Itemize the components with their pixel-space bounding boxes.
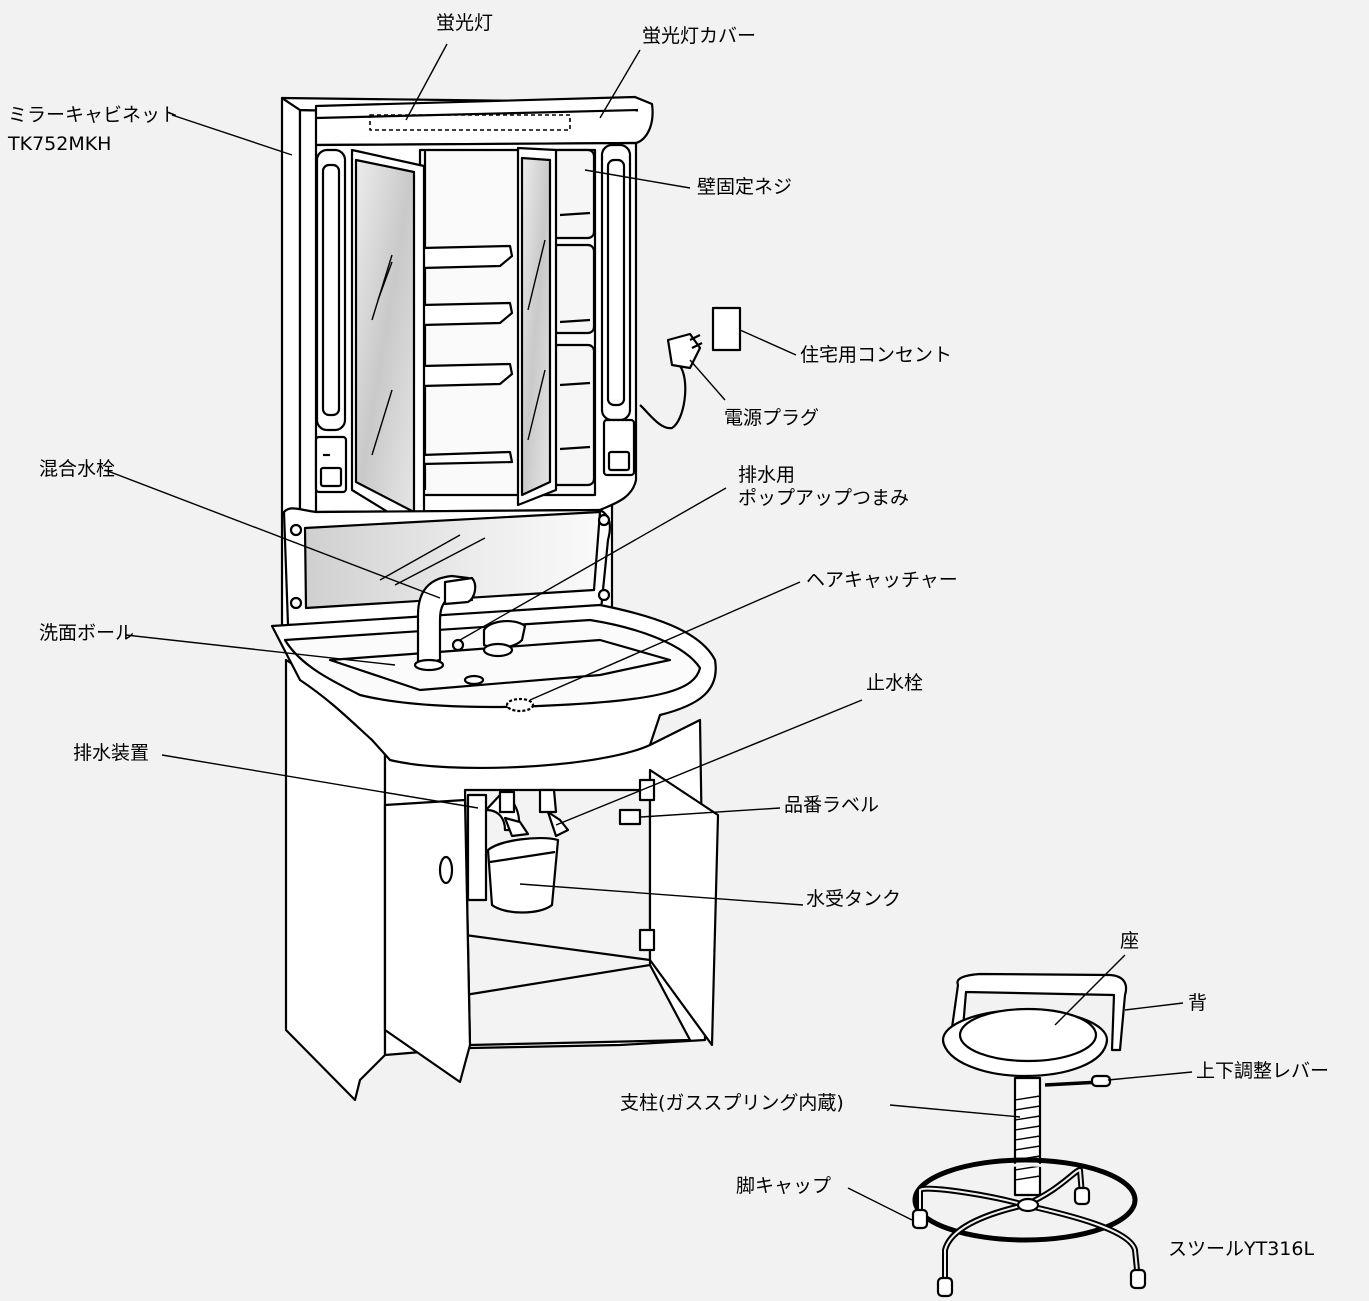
label-drain-device: 排水装置 [73,742,150,764]
label-model-label: 品番ラベル [784,794,880,816]
label-seat: 座 [1120,930,1140,952]
stool-illustration [911,972,1147,1298]
label-back: 背 [1188,992,1208,1014]
label-wall-screw: 壁固定ネジ [697,176,793,198]
cabinet-door-right [648,768,720,1047]
power-plug-shape [666,332,702,370]
label-mirror-cabinet: ミラーキャビネット [8,104,180,126]
label-mixing-faucet: 混合水栓 [39,458,116,480]
fluorescent-lamp-shape [369,114,571,131]
mirror-cabinet [280,95,654,632]
label-stop-valve: 止水栓 [866,672,924,694]
stool-backrest [948,972,1128,1052]
label-stool-model: スツールYT316L [1168,1238,1315,1260]
leg-cap-shape [911,1208,929,1230]
leader-lines [104,43,1193,1221]
label-popup-knob-line2: ポップアップつまみ [738,487,910,509]
backsplash-mirror [303,510,602,610]
plumbing [466,788,570,914]
label-water-tank: 水受タンク [806,888,902,910]
power-components [639,306,742,430]
label-leg-cap: 脚キャップ [736,1175,832,1197]
label-power-plug: 電源プラグ [724,407,820,429]
model-label-shape [618,808,642,826]
label-column: 支柱(ガススプリング内蔵) [620,1092,844,1114]
mixing-faucet [413,574,527,672]
label-wash-bowl: 洗面ボール [39,622,135,644]
stool-lever-shape [1090,1074,1112,1088]
label-fluorescent-cover: 蛍光灯カバー [642,25,757,47]
wall-outlet-shape [711,306,742,352]
label-hair-catcher: ヘアキャッチャー [806,569,958,591]
wash-bowl [270,603,717,770]
stool-seat-shape [958,1007,1098,1063]
label-fluorescent-lamp: 蛍光灯 [436,12,494,34]
label-height-lever: 上下調整レバー [1196,1060,1330,1082]
cabinet-door-left [383,798,472,1084]
label-outlet: 住宅用コンセント [800,344,953,366]
label-popup-knob-line1: 排水用 [738,464,796,486]
water-tank-shape [486,836,560,914]
label-mirror-cabinet-model: TK752MKH [8,133,112,155]
